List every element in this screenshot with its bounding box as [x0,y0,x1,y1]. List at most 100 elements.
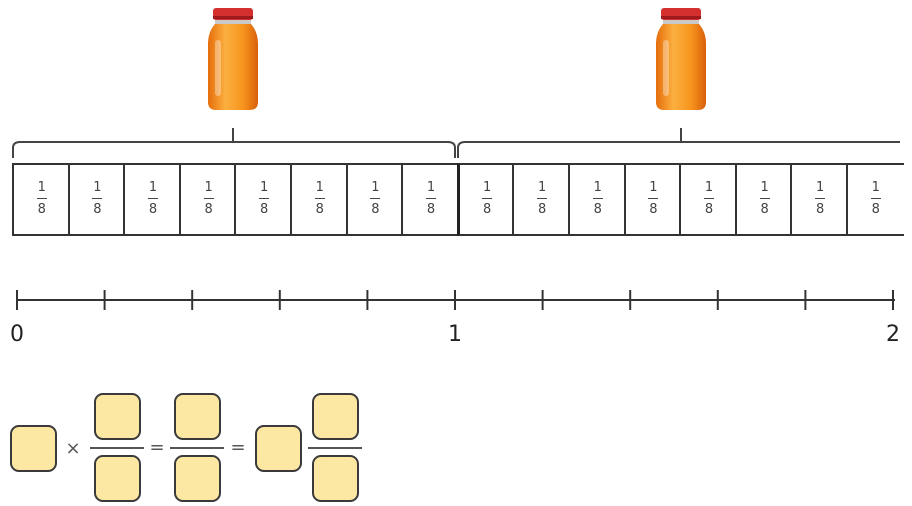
fraction-denominator: 8 [871,202,880,217]
whole-braces [12,128,900,158]
fraction-numerator: 1 [649,180,658,195]
fraction-bar-line [203,198,214,199]
fraction-numerator: 1 [37,180,46,195]
fraction-numerator: 1 [538,180,547,195]
fraction-bar-line [425,198,436,199]
fraction-denominator: 8 [426,202,436,217]
numerator-box-1[interactable] [94,393,141,440]
fraction-bar-line [703,198,714,199]
fraction-denominator: 8 [93,202,102,217]
fraction-bar-line [370,198,381,199]
fraction-denominator: 8 [649,202,658,217]
fraction-line-3 [308,447,362,449]
denominator-box-2[interactable] [174,455,221,502]
fraction-bar-line [482,198,493,199]
fraction-denominator: 8 [148,202,158,217]
fraction-bar-line [147,198,158,199]
numerator-box-2[interactable] [174,393,221,440]
fraction-denominator: 8 [37,202,46,217]
fraction-numerator: 1 [371,180,380,195]
fraction-numerator: 1 [760,180,769,195]
fraction-numerator: 1 [816,180,825,195]
fraction-numerator: 1 [593,180,602,195]
fraction-denominator: 8 [538,202,547,217]
juice-bottle-icon [208,8,258,110]
brace-whole-2 [457,141,900,158]
fraction-bar-line [259,198,270,199]
fraction-numerator: 1 [204,180,213,195]
fraction-denominator: 8 [760,202,769,217]
juice-bottle-icon [656,8,706,110]
number-line [16,290,895,310]
fraction-numerator: 1 [482,180,492,195]
fraction-bar-line [870,198,881,199]
denominator-box-3[interactable] [312,455,359,502]
fraction-bar-line [537,198,548,199]
fraction-numerator: 1 [426,180,436,195]
fraction-bar-line [92,198,103,199]
fraction-numerator: 1 [93,180,102,195]
fraction-line-1 [90,447,144,449]
number-line-label-2: 2 [886,322,900,347]
brace-whole-1 [12,141,456,158]
equals-sign-2: = [230,437,246,458]
denominator-box-1[interactable] [94,455,141,502]
mixed-whole-box[interactable] [255,425,302,472]
fraction-denominator: 8 [482,202,492,217]
whole-number-box[interactable] [10,425,57,472]
fraction-denominator: 8 [593,202,602,217]
fraction-bar-line [592,198,603,199]
number-line-label-0: 0 [10,322,24,347]
fraction-bar-line [648,198,659,199]
fraction-numerator: 1 [704,180,714,195]
fraction-bar-line [815,198,826,199]
fraction-denominator: 8 [704,202,714,217]
numerator-box-3[interactable] [312,393,359,440]
fraction-line-2 [170,447,224,449]
fraction-denominator: 8 [204,202,213,217]
fraction-numerator: 1 [871,180,880,195]
fraction-denominator: 8 [816,202,825,217]
fraction-bar-line [36,198,47,199]
fraction-denominator: 8 [371,202,380,217]
fraction-denominator: 8 [260,202,269,217]
fraction-numerator: 1 [260,180,269,195]
fraction-bar-line [759,198,770,199]
fraction-numerator: 1 [315,180,324,195]
fraction-bar-line [314,198,325,199]
number-line-label-1: 1 [448,322,462,347]
